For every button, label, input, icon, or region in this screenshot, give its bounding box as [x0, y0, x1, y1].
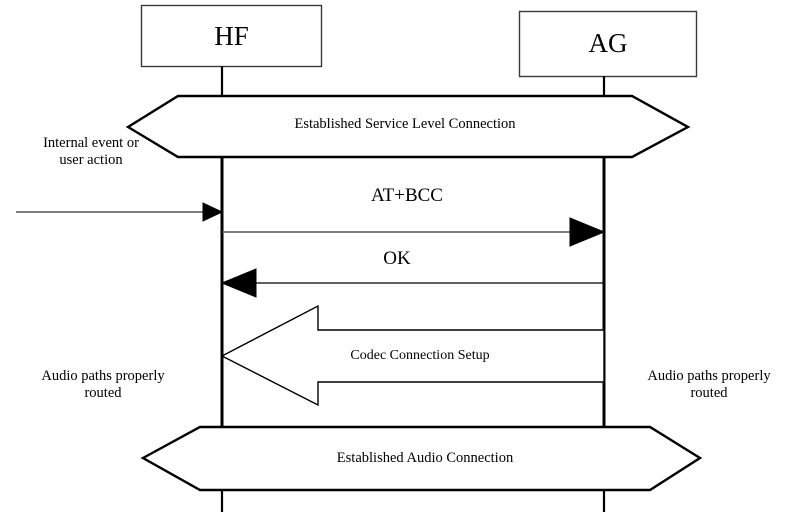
band-label-service-level: Established Service Level Connection: [294, 116, 516, 132]
message-arrowhead-ok: [220, 268, 257, 298]
note-internal-event: Internal event or user action: [43, 135, 139, 169]
block-arrow-codec-setup: [220, 304, 605, 407]
message-arrowhead-at-bcc: [569, 217, 606, 247]
band-shape-service-level: [125, 94, 691, 159]
band-label-audio-connection: Established Audio Connection: [336, 450, 514, 466]
message-label-at-bcc: AT+BCC: [371, 185, 443, 206]
actor-label-ag: AG: [588, 28, 628, 58]
message-label-codec-setup: Codec Connection Setup: [350, 348, 490, 363]
actor-box-hf: [140, 4, 323, 68]
trigger-arrow-head: [202, 202, 224, 222]
actor-label-hf: HF: [214, 21, 249, 51]
note-audio-paths-right: Audio paths properly routed: [647, 368, 771, 402]
note-audio-paths-left: Audio paths properly routed: [41, 368, 165, 402]
message-label-ok: OK: [383, 248, 411, 269]
band-shape-audio-connection: [140, 425, 703, 492]
actor-box-ag: [518, 10, 698, 78]
